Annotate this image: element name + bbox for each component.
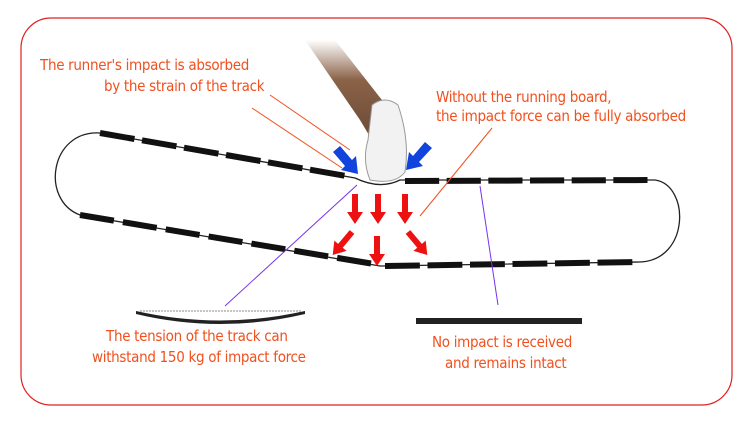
track-slat <box>183 144 219 157</box>
label-no-board-1: Without the running board, <box>436 88 612 106</box>
track-slat <box>79 212 115 224</box>
track-slat <box>309 166 345 179</box>
pointer-purple-2 <box>479 185 499 306</box>
label-no-board-2: the impact force can be fully absorbed <box>436 107 686 125</box>
track-slat <box>512 260 548 267</box>
track-slat <box>141 137 177 150</box>
force-arrow <box>405 230 428 255</box>
force-arrow <box>347 194 363 224</box>
track-slat <box>427 261 463 269</box>
flat-board <box>416 318 582 324</box>
track-slat <box>99 130 135 142</box>
force-arrow <box>332 230 355 255</box>
track-belt <box>54 132 681 267</box>
label-impact-absorbed-1: The runner's impact is absorbed <box>40 56 250 74</box>
blue-arrow-right <box>406 142 432 170</box>
force-arrow <box>370 194 386 224</box>
track-slat <box>250 240 286 253</box>
curved-track-section <box>136 311 305 324</box>
impact-arrows <box>333 142 432 174</box>
force-arrows <box>332 194 428 266</box>
track-slat <box>208 233 243 246</box>
track-slat <box>336 254 372 267</box>
label-no-impact-1: No impact is received <box>432 333 572 351</box>
pointer-orange-1 <box>269 94 351 151</box>
track-slat <box>225 152 261 164</box>
track-slat <box>122 219 158 231</box>
label-impact-absorbed-2: by the strain of the track <box>104 77 265 95</box>
pointer-purple-1 <box>224 184 358 307</box>
track-slat <box>165 226 201 238</box>
label-no-impact-2: and remains intact <box>445 354 567 372</box>
track-slat <box>384 262 420 269</box>
label-tension-2: withstand 150 kg of impact force <box>92 348 306 366</box>
running-shoe <box>364 99 407 182</box>
label-tension-1: The tension of the track can <box>106 327 288 345</box>
track-slat <box>597 259 633 266</box>
frame-border <box>20 17 733 406</box>
track-slat <box>554 259 590 267</box>
track-slat <box>469 261 505 268</box>
force-arrow <box>397 194 413 224</box>
force-arrow <box>369 236 385 266</box>
pointer-orange-3 <box>419 127 493 217</box>
runner-leg <box>305 40 390 140</box>
track-slat <box>267 159 303 172</box>
track-slats <box>79 130 648 269</box>
track-slat <box>293 247 329 260</box>
pointer-orange-2 <box>251 107 343 169</box>
blue-arrow-left <box>333 146 358 174</box>
